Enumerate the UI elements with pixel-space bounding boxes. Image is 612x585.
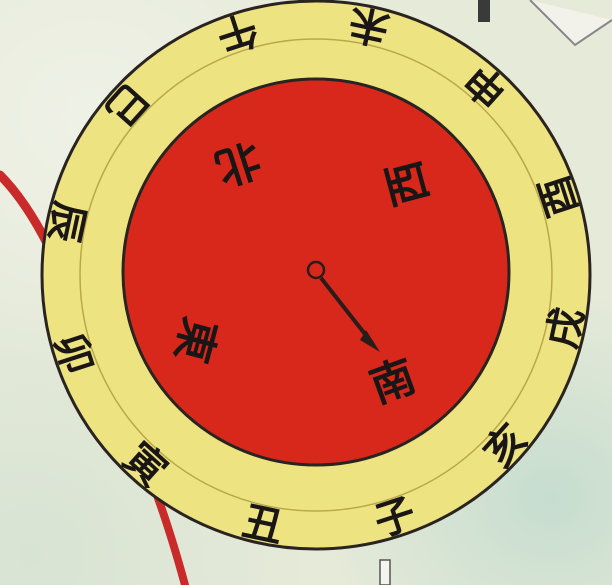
compass-needle [319, 276, 374, 345]
ring-label: 辰 [39, 198, 93, 247]
needle-arrowhead [360, 330, 380, 352]
map-marker-top [478, 0, 490, 22]
ring-label: 丑 [239, 497, 288, 551]
needle-pivot [306, 260, 326, 280]
map-road-line-top-right [529, 0, 612, 47]
ring-label: 戌 [538, 304, 592, 353]
compass-dial [121, 77, 511, 467]
map-marker-bottom [379, 559, 391, 585]
compass-ring-inner-border [79, 38, 553, 512]
ring-label: 未 [345, 0, 394, 53]
